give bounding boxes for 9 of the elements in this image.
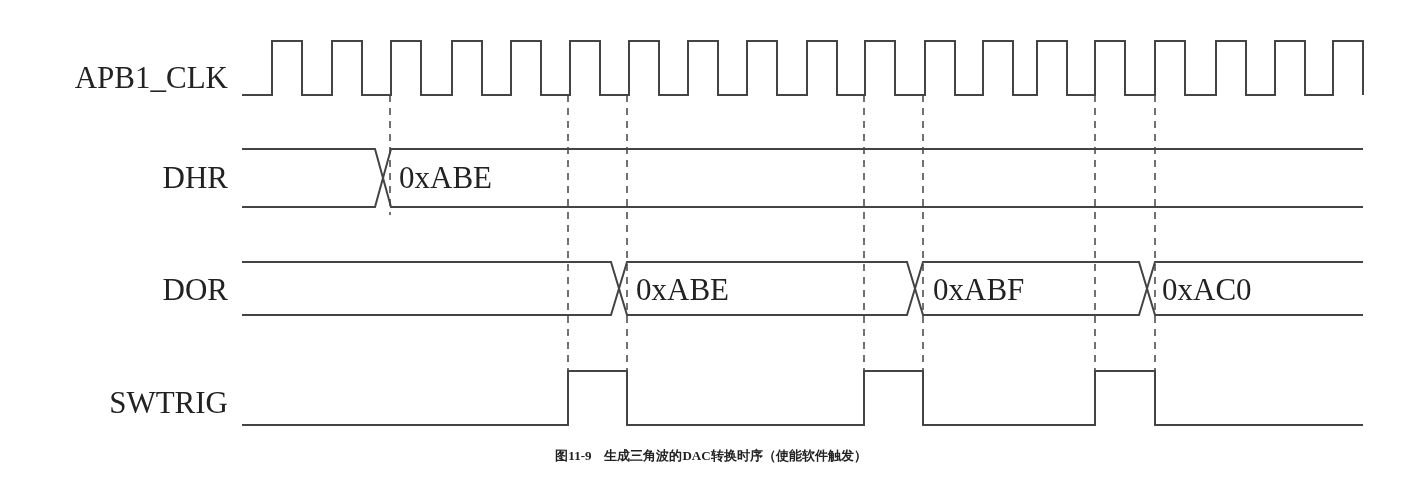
bus-value: 0xABF xyxy=(933,274,1025,305)
bus-value: 0xAC0 xyxy=(1162,274,1252,305)
bus-value: 0xABE xyxy=(636,274,729,305)
signal-name: DHR xyxy=(162,162,228,193)
signal-name: APB1_CLK xyxy=(74,62,228,93)
signal-name: DOR xyxy=(162,274,228,305)
figure-caption: 图11-9 生成三角波的DAC转换时序（使能软件触发） xyxy=(555,447,867,465)
bus-value: 0xABE xyxy=(399,162,492,193)
signal-name: SWTRIG xyxy=(109,387,228,418)
